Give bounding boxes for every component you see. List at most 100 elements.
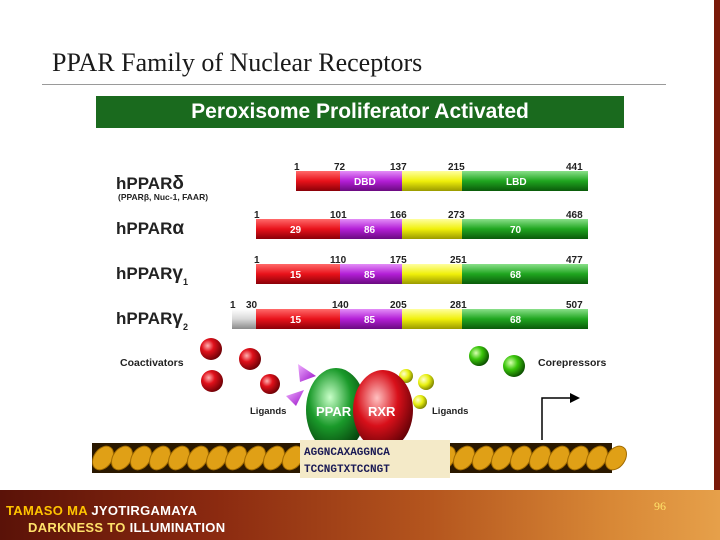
dna-twist [244,445,266,471]
svg-text:281: 281 [450,300,467,311]
sequence-top: AGGNCAXAGGNCA [304,447,390,459]
dna-twist [206,445,228,471]
ppar-protein [306,368,366,452]
svg-text:1: 1 [230,300,236,311]
dna-twist [187,445,209,471]
lbd-label: LBD [506,177,527,188]
corepressors-label: Corepressors [538,357,606,369]
dna-twist [130,445,152,471]
svg-text:477: 477 [566,255,583,266]
dna-twist [548,445,570,471]
sequence-box [300,440,450,478]
dna-twist [529,445,551,471]
corepressor-ball [418,374,434,390]
domain-bar [232,309,588,329]
receptor-row-gamma1: hPPARγ1 1 110 175 251 477 15 85 68 [116,255,588,287]
receptor-row-delta: hPPARδ (PPARβ, Nuc-1, FAAR) 1 72 137 215… [116,162,588,202]
dna-twist [510,445,532,471]
svg-text:137: 137 [390,162,407,173]
title-divider [42,84,666,85]
dbd-label: 86 [364,225,376,236]
svg-text:1: 1 [254,255,260,266]
dna-twist [491,445,513,471]
corepressor-ball [469,346,489,366]
coactivator-ball [201,370,223,392]
domain-bar [256,219,588,239]
coactivator-ball [260,374,280,394]
position-labels: 1 101 166 273 468 [254,210,583,221]
svg-text:468: 468 [566,210,583,221]
ppar-label: PPAR [316,404,352,419]
svg-text:30: 30 [246,300,258,311]
svg-text:251: 251 [450,255,467,266]
banner-heading: Peroxisome Proliferator Activated [96,96,624,128]
transcription-arrow [541,393,580,440]
dna-twist [111,445,133,471]
receptor-alias: (PPARβ, Nuc-1, FAAR) [118,192,208,202]
receptor-row-gamma2: hPPARγ2 1 30 140 205 281 507 15 85 68 [116,300,588,332]
dna-twist [168,445,190,471]
rxr-label: RXR [368,404,396,419]
dbd-label: 85 [364,315,376,326]
ligand-triangle [298,364,316,382]
dna-twist [225,445,247,471]
svg-text:205: 205 [390,300,407,311]
coactivator-ball [200,338,222,360]
lbd-label: 70 [510,225,522,236]
position-labels: 1 110 175 251 477 [254,255,583,266]
receptor-name: hPPARγ2 [116,308,188,332]
dna-twist [263,445,285,471]
sequence-bottom: TCCNGTXTCCNGT [304,464,390,476]
svg-text:1: 1 [254,210,260,221]
dna-twist [149,445,171,471]
ligand-ball [399,369,413,383]
ligands-right-label: Ligands [432,406,468,417]
coactivator-ball [239,348,261,370]
svg-text:441: 441 [566,162,583,173]
ligand-triangle [286,390,304,406]
dna-twist [567,445,589,471]
n-terminal-label: 15 [290,270,302,281]
lbd-label: 68 [510,315,522,326]
n-terminal-label: 15 [290,315,302,326]
receptor-name: hPPARγ1 [116,263,188,287]
position-labels: 1 72 137 215 441 [294,162,583,173]
slide-edge-strip [714,0,720,490]
dna-twist [586,445,608,471]
slide-title: PPAR Family of Nuclear Receptors [52,48,423,77]
mechanism-illustration: Coactivators Corepressors Ligands Ligand… [92,338,627,478]
ligand-ball [413,395,427,409]
lbd-label: 68 [510,270,522,281]
position-labels: 1 30 140 205 281 507 [230,300,583,311]
domain-bar [256,264,588,284]
svg-text:101: 101 [330,210,347,221]
dna-twist [605,445,627,471]
dbd-label: DBD [354,177,376,188]
svg-text:507: 507 [566,300,583,311]
svg-text:140: 140 [332,300,349,311]
svg-text:110: 110 [330,255,347,266]
footer-band [0,490,720,540]
svg-text:72: 72 [334,162,346,173]
dna-twist [472,445,494,471]
svg-text:175: 175 [390,255,407,266]
footer-motto-line2: DARKNESS TO ILLUMINATION [28,520,226,535]
svg-text:215: 215 [448,162,465,173]
receptor-name: hPPARδ [116,173,184,194]
svg-text:273: 273 [448,210,465,221]
receptor-name: hPPARα [116,218,184,239]
dna-twist [92,445,114,471]
domain-bar [296,171,588,191]
corepressor-ball [503,355,525,377]
dbd-label: 85 [364,270,376,281]
page-number: 96 [654,499,666,513]
svg-text:1: 1 [294,162,300,173]
receptor-row-alpha: hPPARα 1 101 166 273 468 29 86 70 [116,210,588,239]
ppar-diagram: hPPARδ (PPARβ, Nuc-1, FAAR) 1 72 137 215… [92,162,627,478]
dna-twist [453,445,475,471]
rxr-protein [353,370,413,450]
footer-motto-line1: TAMASO MA JYOTIRGAMAYA [6,503,198,518]
svg-text:166: 166 [390,210,407,221]
n-terminal-label: 29 [290,225,302,236]
coactivators-label: Coactivators [120,357,184,369]
